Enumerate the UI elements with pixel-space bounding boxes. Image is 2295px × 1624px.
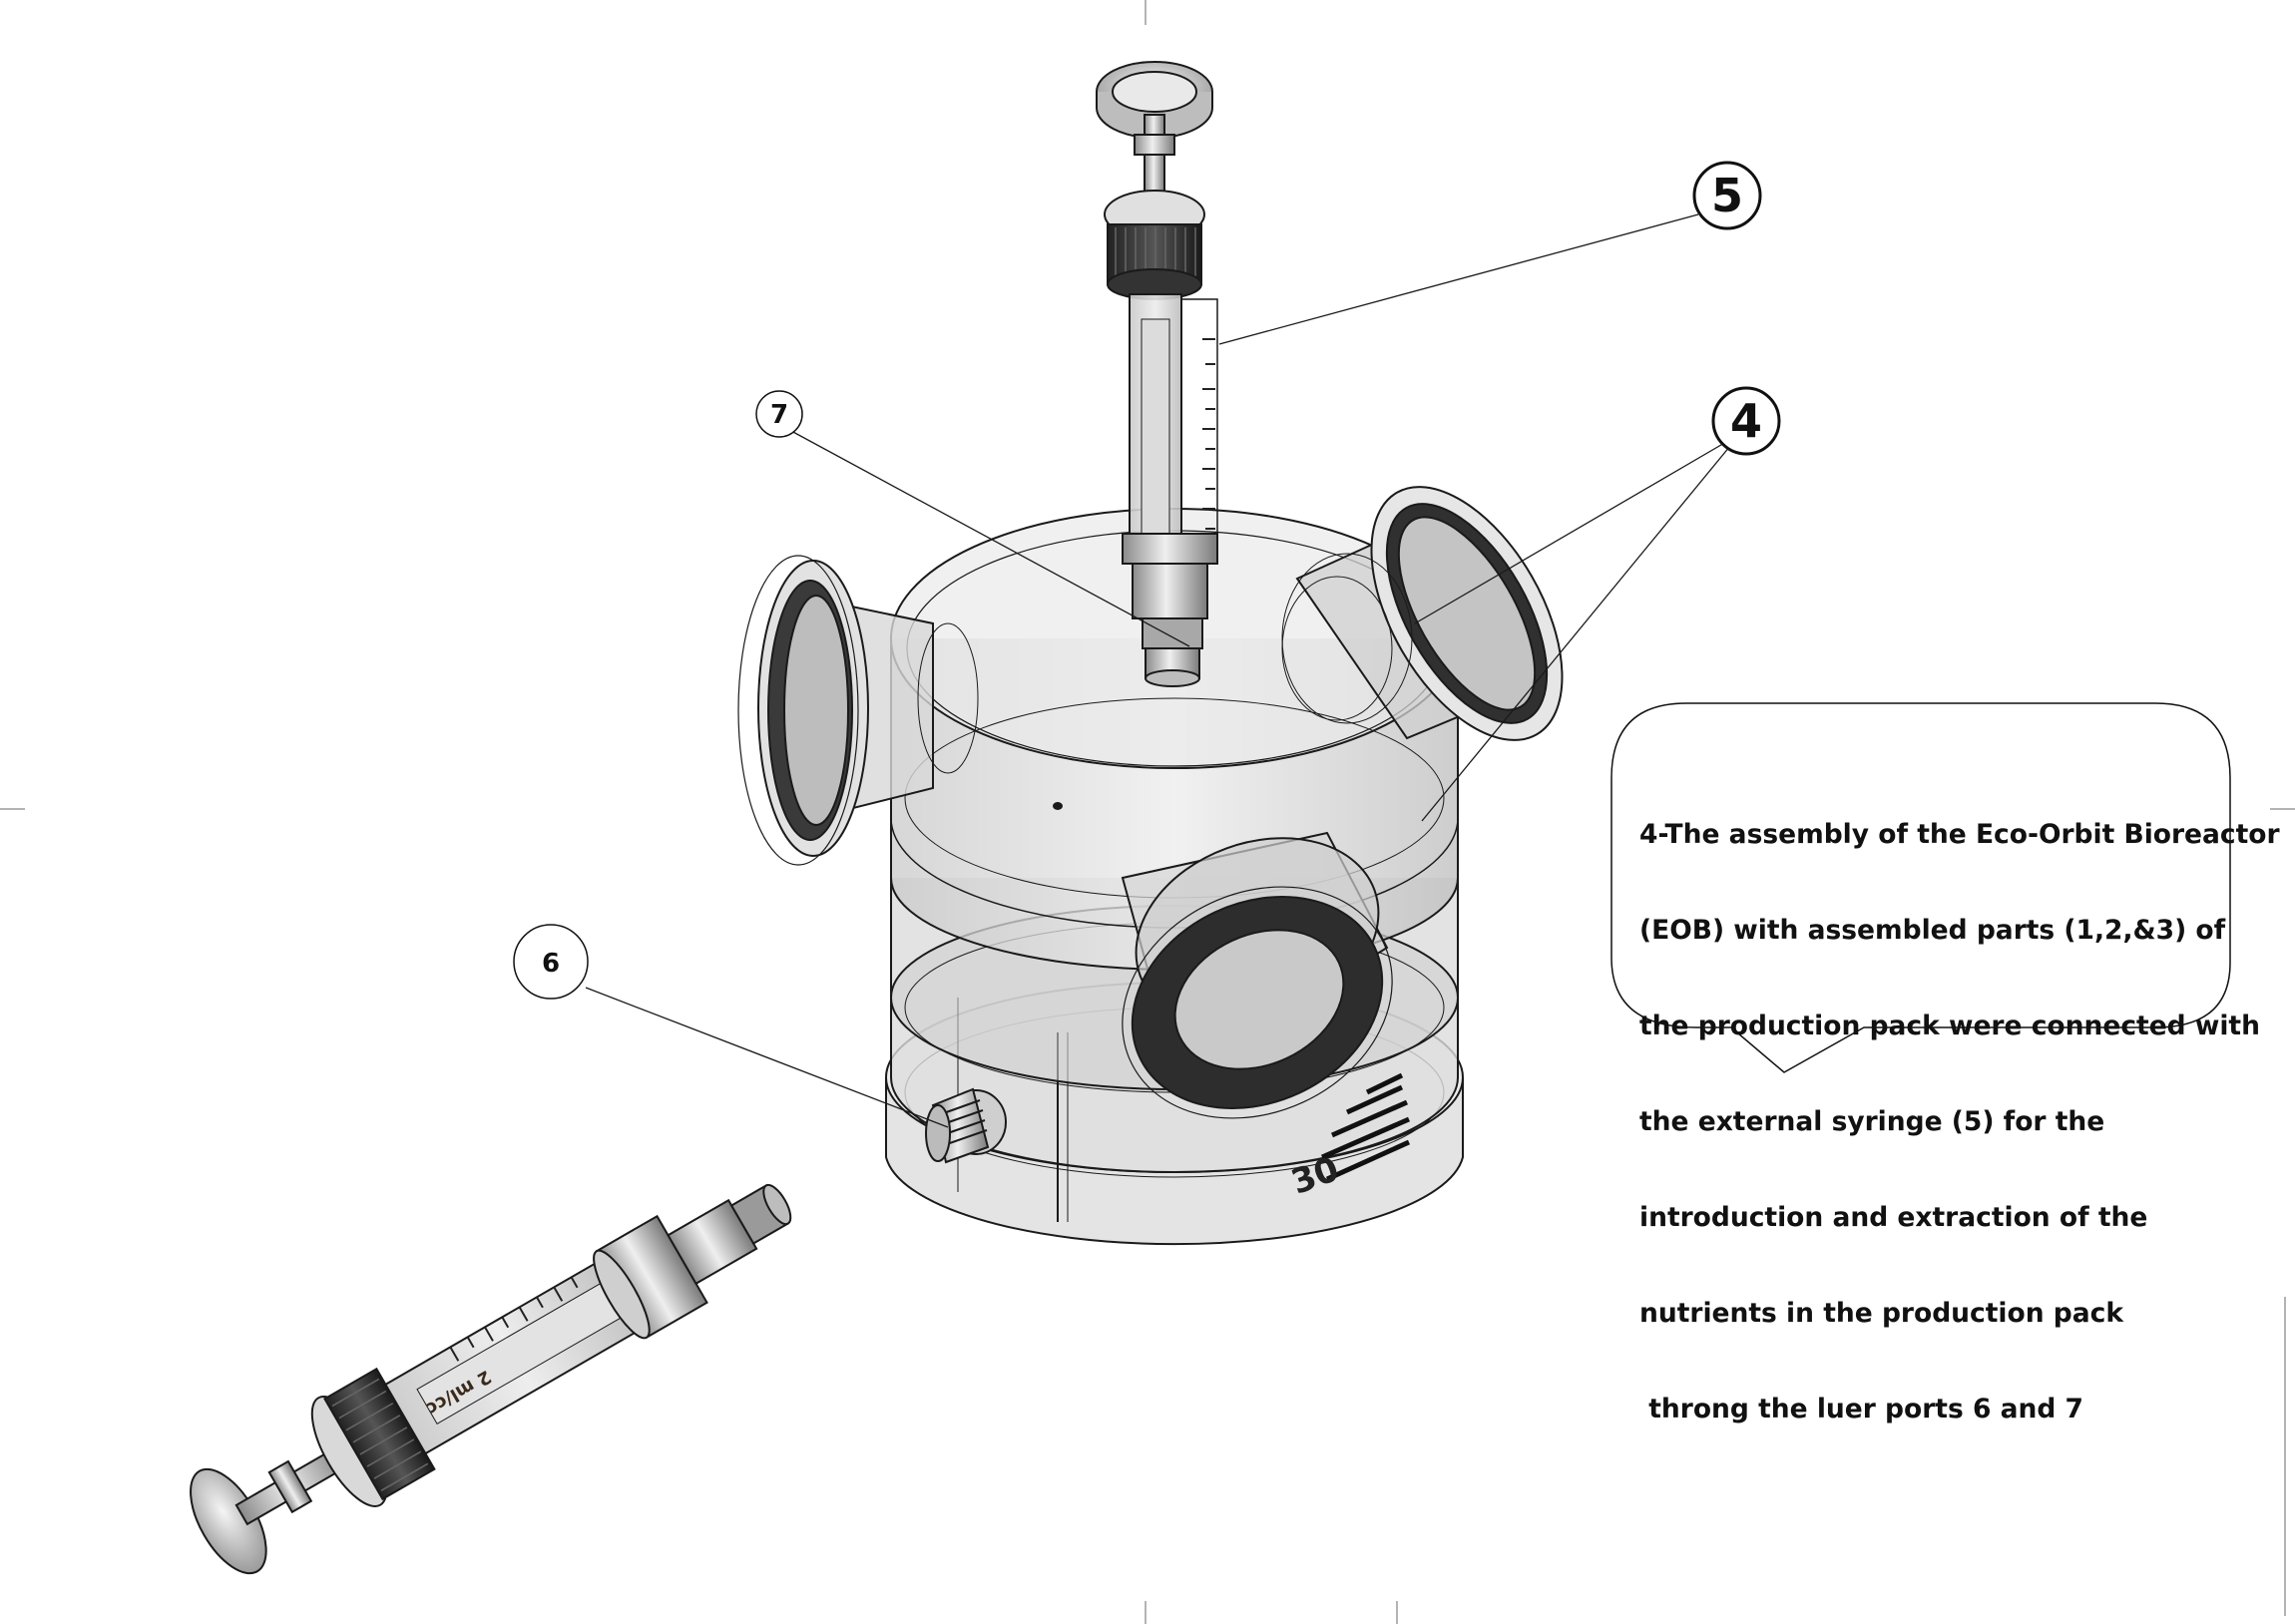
front-port-4 — [1121, 831, 1393, 1119]
svg-text:6: 6 — [542, 949, 560, 979]
balloon-5: 5 — [1692, 161, 1762, 230]
callout-bubble — [1610, 702, 2231, 1073]
annotation-line: 4-The assembly of the Eco-Orbit Bioreact… — [1639, 819, 2280, 850]
leader-lines — [585, 213, 1731, 1128]
svg-text:4: 4 — [1730, 394, 1762, 448]
balloon-6: 6 — [513, 924, 589, 1000]
svg-text:7: 7 — [770, 400, 788, 430]
annotation-line: throng the luer ports 6 and 7 — [1639, 1394, 2084, 1424]
leader-4a — [1414, 441, 1727, 624]
loose-syringe: 2 ml/cc — [190, 1183, 792, 1575]
balloon-7: 7 — [755, 390, 803, 438]
bioreactor-vessel: 30 — [737, 486, 1564, 1246]
svg-text:5: 5 — [1711, 169, 1743, 222]
left-side-port — [737, 555, 979, 866]
annotation-line: nutrients in the production pack — [1639, 1298, 2123, 1329]
external-syringe-5 — [1096, 61, 1218, 687]
callout-annotation-text: 4-The assembly of the Eco-Orbit Bioreact… — [1639, 755, 2280, 1457]
luer-port-6 — [925, 1087, 1007, 1164]
right-side-port-4 — [1281, 486, 1564, 741]
leader-4b — [1421, 445, 1731, 822]
loose-syringe-graduations — [449, 1276, 579, 1362]
annotation-line: (EOB) with assembled parts (1,2,&3) of — [1639, 915, 2226, 946]
annotation-line: introduction and extraction of the — [1639, 1202, 2148, 1233]
annotation-line: the production pack were connected with — [1639, 1011, 2260, 1041]
leader-6 — [585, 987, 949, 1128]
leader-5 — [1218, 213, 1699, 345]
annotation-line: the external syringe (5) for the — [1639, 1106, 2105, 1137]
syringe-graduations — [1202, 338, 1215, 530]
leader-7 — [790, 430, 1190, 647]
base-graduations — [1320, 1072, 1411, 1182]
balloon-4: 4 — [1711, 386, 1781, 456]
